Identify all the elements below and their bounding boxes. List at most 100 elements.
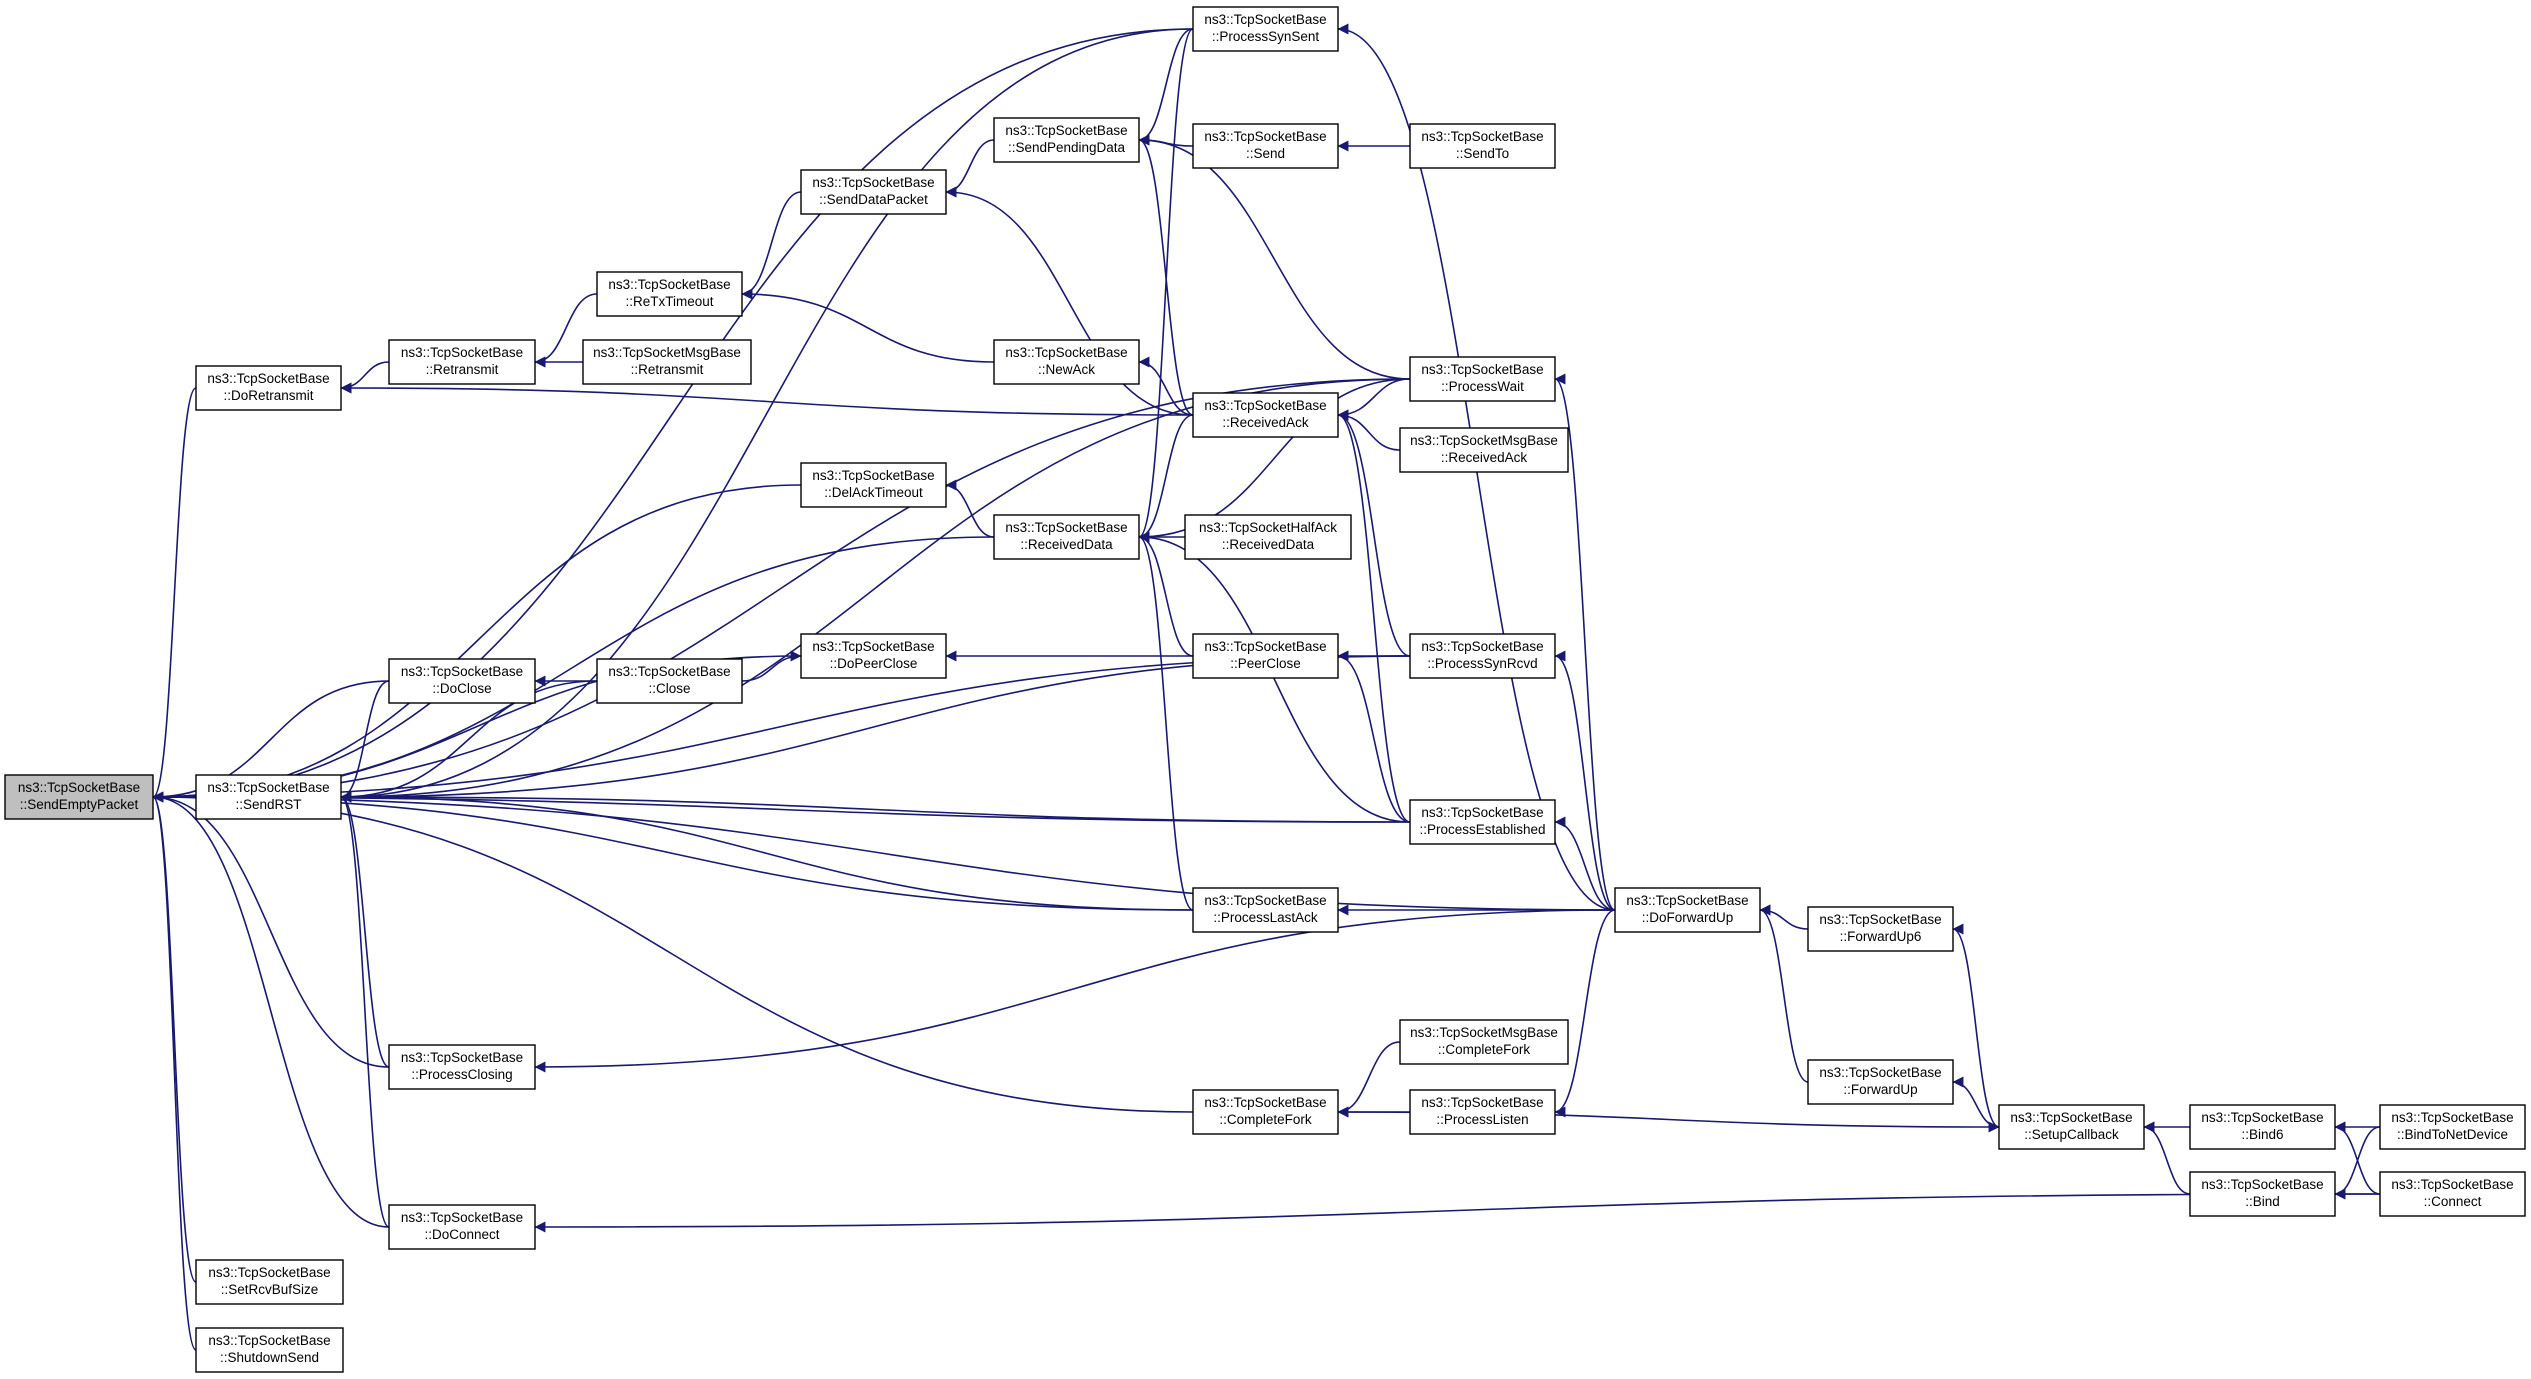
node-DoPeerClose[interactable]: ns3::TcpSocketBase::DoPeerClose bbox=[800, 633, 947, 679]
node-SendEmptyPacket[interactable]: ns3::TcpSocketBase::SendEmptyPacket bbox=[4, 774, 154, 820]
node-ProcessSynRcvd[interactable]: ns3::TcpSocketBase::ProcessSynRcvd bbox=[1409, 633, 1556, 679]
node-SetupCallback[interactable]: ns3::TcpSocketBase::SetupCallback bbox=[1998, 1104, 2145, 1150]
edge-Close-to-DoPeerClose bbox=[741, 650, 802, 682]
node-label-line2: ::DoClose bbox=[432, 681, 491, 696]
node-label-line1: ns3::TcpSocketBase bbox=[812, 639, 934, 654]
node-box bbox=[388, 1204, 536, 1250]
node-Retransmit[interactable]: ns3::TcpSocketBase::Retransmit bbox=[388, 339, 536, 385]
node-DoRetransmit[interactable]: ns3::TcpSocketBase::DoRetransmit bbox=[195, 365, 342, 411]
edge-ForwardUp6-to-DoForwardUp bbox=[1759, 904, 1809, 930]
node-label-line2: ::Send bbox=[1246, 146, 1285, 161]
node-box bbox=[2379, 1104, 2526, 1150]
node-DoConnect[interactable]: ns3::TcpSocketBase::DoConnect bbox=[388, 1204, 536, 1250]
node-label-line1: ns3::TcpSocketBase bbox=[1421, 129, 1543, 144]
node-SendRST[interactable]: ns3::TcpSocketBase::SendRST bbox=[195, 774, 342, 820]
node-label-line1: ns3::TcpSocketBase bbox=[1421, 805, 1543, 820]
node-label-line2: ::CompleteFork bbox=[1438, 1042, 1531, 1057]
node-ProcessClosing[interactable]: ns3::TcpSocketBase::ProcessClosing bbox=[388, 1044, 536, 1090]
node-SendPendingData[interactable]: ns3::TcpSocketBase::SendPendingData bbox=[993, 117, 1140, 163]
node-Bind6[interactable]: ns3::TcpSocketBase::Bind6 bbox=[2189, 1104, 2336, 1150]
node-label-line2: ::ReceivedAck bbox=[1441, 450, 1528, 465]
node-label-line2: ::DelAckTimeout bbox=[824, 485, 923, 500]
node-label-line2: ::ForwardUp bbox=[1843, 1082, 1917, 1097]
node-ShutdownSend[interactable]: ns3::TcpSocketBase::ShutdownSend bbox=[195, 1327, 344, 1373]
node-ReceivedAck[interactable]: ns3::TcpSocketBase::ReceivedAck bbox=[1192, 392, 1339, 438]
node-label-line1: ns3::TcpSocketBase bbox=[1204, 129, 1326, 144]
node-label-line2: ::Retransmit bbox=[426, 362, 499, 377]
node-ForwardUp6[interactable]: ns3::TcpSocketBase::ForwardUp6 bbox=[1807, 906, 1954, 952]
edge-DoForwardUp-to-ProcessEstablished bbox=[1554, 816, 1616, 911]
node-ProcessWait[interactable]: ns3::TcpSocketBase::ProcessWait bbox=[1409, 356, 1556, 402]
edge-ReceivedAck-to-SendDataPacket bbox=[945, 186, 1194, 416]
node-SendDataPacket[interactable]: ns3::TcpSocketBase::SendDataPacket bbox=[800, 169, 947, 215]
edge-ReceivedAck-to-DoRetransmit bbox=[340, 382, 1194, 416]
node-label-line1: ns3::TcpSocketMsgBase bbox=[1410, 1025, 1558, 1040]
node-box bbox=[596, 271, 743, 317]
node-label-line1: ns3::TcpSocketBase bbox=[1626, 893, 1748, 908]
edge-ReceivedData-to-DelAckTimeout bbox=[945, 479, 995, 538]
node-NewAck[interactable]: ns3::TcpSocketBase::NewAck bbox=[993, 339, 1140, 385]
edge-ProcessSynRcvd-to-ReceivedAck bbox=[1337, 409, 1411, 657]
node-label-line1: ns3::TcpSocketBase bbox=[208, 1333, 330, 1348]
node-label-line1: ns3::TcpSocketBase bbox=[2010, 1110, 2132, 1125]
node-CompleteFork[interactable]: ns3::TcpSocketBase::CompleteFork bbox=[1192, 1089, 1339, 1135]
node-label-line1: ns3::TcpSocketBase bbox=[401, 1210, 523, 1225]
node-SendTo[interactable]: ns3::TcpSocketBase::SendTo bbox=[1409, 123, 1556, 169]
node-PeerClose[interactable]: ns3::TcpSocketBase::PeerClose bbox=[1192, 633, 1339, 679]
node-Connect[interactable]: ns3::TcpSocketBase::Connect bbox=[2379, 1171, 2526, 1217]
node-MsgReceivedAck[interactable]: ns3::TcpSocketMsgBase::ReceivedAck bbox=[1399, 427, 1569, 473]
node-BindToNetDevice[interactable]: ns3::TcpSocketBase::BindToNetDevice bbox=[2379, 1104, 2526, 1150]
node-box bbox=[1192, 6, 1339, 52]
edge-MsgCompleteFork-to-CompleteFork bbox=[1337, 1041, 1401, 1118]
node-label-line1: ns3::TcpSocketBase bbox=[1204, 1095, 1326, 1110]
node-Bind[interactable]: ns3::TcpSocketBase::Bind bbox=[2189, 1171, 2336, 1217]
node-label-line2: ::DoConnect bbox=[424, 1227, 499, 1242]
node-box bbox=[596, 658, 743, 704]
node-DoClose[interactable]: ns3::TcpSocketBase::DoClose bbox=[388, 658, 536, 704]
node-box bbox=[2379, 1171, 2526, 1217]
node-label-line2: ::SendPendingData bbox=[1008, 140, 1126, 155]
node-MsgRetransmit[interactable]: ns3::TcpSocketMsgBase::Retransmit bbox=[582, 339, 752, 385]
node-MsgCompleteFork[interactable]: ns3::TcpSocketMsgBase::CompleteFork bbox=[1399, 1019, 1569, 1065]
node-ForwardUp[interactable]: ns3::TcpSocketBase::ForwardUp bbox=[1807, 1059, 1954, 1105]
node-box bbox=[1614, 887, 1761, 933]
node-box bbox=[1399, 1019, 1569, 1065]
node-label-line2: ::ReceivedData bbox=[1020, 537, 1113, 552]
node-HalfAckReceivedData[interactable]: ns3::TcpSocketHalfAck::ReceivedData bbox=[1184, 514, 1352, 560]
node-box bbox=[1409, 799, 1556, 845]
node-label-line1: ns3::TcpSocketBase bbox=[207, 780, 329, 795]
node-SetRcvBufSize[interactable]: ns3::TcpSocketBase::SetRcvBufSize bbox=[195, 1259, 344, 1305]
node-label-line1: ns3::TcpSocketBase bbox=[1005, 345, 1127, 360]
node-label-line2: ::ProcessSynRcvd bbox=[1427, 656, 1537, 671]
node-label-line1: ns3::TcpSocketBase bbox=[2201, 1110, 2323, 1125]
node-DoForwardUp[interactable]: ns3::TcpSocketBase::DoForwardUp bbox=[1614, 887, 1761, 933]
edge-ProcessEstablished-to-ReceivedData bbox=[1138, 531, 1411, 823]
edge-DoClose-to-SendEmptyPacket bbox=[152, 680, 390, 803]
node-Send[interactable]: ns3::TcpSocketBase::Send bbox=[1192, 123, 1339, 169]
edge-ProcessLastAck-to-SendEmptyPacket bbox=[152, 791, 1194, 911]
node-label-line2: ::Bind6 bbox=[2241, 1127, 2283, 1142]
node-label-line2: ::NewAck bbox=[1038, 362, 1095, 377]
node-label-line1: ns3::TcpSocketBase bbox=[1421, 362, 1543, 377]
node-ProcessSynSent[interactable]: ns3::TcpSocketBase::ProcessSynSent bbox=[1192, 6, 1339, 52]
node-box bbox=[800, 169, 947, 215]
node-label-line2: ::ReceivedData bbox=[1222, 537, 1315, 552]
edge-Close-to-SendRST bbox=[340, 680, 598, 803]
edge-ProcessClosing-to-SendEmptyPacket bbox=[152, 791, 390, 1068]
node-label-line1: ns3::TcpSocketBase bbox=[1204, 893, 1326, 908]
node-box bbox=[2189, 1171, 2336, 1217]
node-box bbox=[993, 339, 1140, 385]
node-ProcessLastAck[interactable]: ns3::TcpSocketBase::ProcessLastAck bbox=[1192, 887, 1339, 933]
node-Close[interactable]: ns3::TcpSocketBase::Close bbox=[596, 658, 743, 704]
node-box bbox=[1192, 392, 1339, 438]
node-ProcessListen[interactable]: ns3::TcpSocketBase::ProcessListen bbox=[1409, 1089, 1556, 1135]
node-label-line2: ::DoRetransmit bbox=[223, 388, 313, 403]
node-label-line1: ns3::TcpSocketBase bbox=[1005, 123, 1127, 138]
edge-ProcessEstablished-to-ReceivedAck bbox=[1337, 409, 1411, 823]
node-DelAckTimeout[interactable]: ns3::TcpSocketBase::DelAckTimeout bbox=[800, 462, 947, 508]
node-ProcessEstablished[interactable]: ns3::TcpSocketBase::ProcessEstablished bbox=[1409, 799, 1556, 845]
node-ReTxTimeout[interactable]: ns3::TcpSocketBase::ReTxTimeout bbox=[596, 271, 743, 317]
node-ReceivedData[interactable]: ns3::TcpSocketBase::ReceivedData bbox=[993, 514, 1140, 560]
node-label-line1: ns3::TcpSocketBase bbox=[2201, 1177, 2323, 1192]
node-label-line1: ns3::TcpSocketBase bbox=[401, 345, 523, 360]
